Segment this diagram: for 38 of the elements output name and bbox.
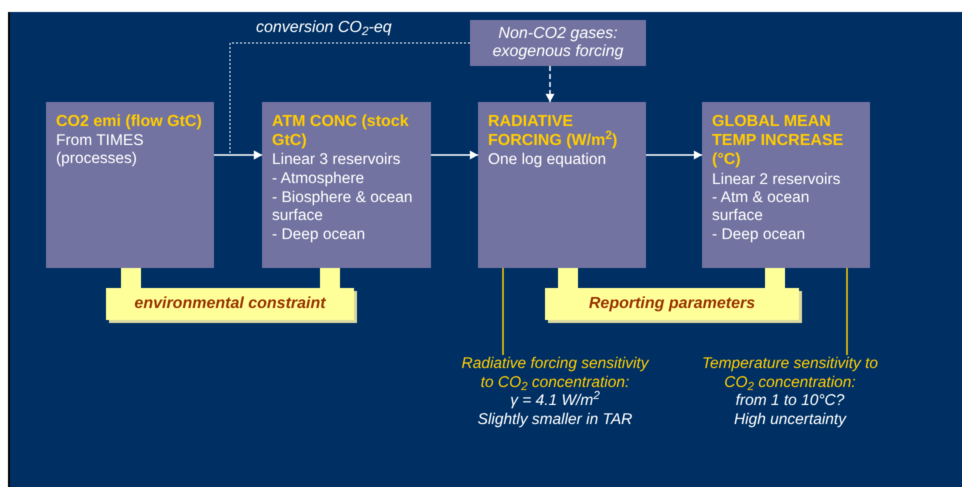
note-text: Non-CO2 gases: exogenous forcing	[492, 25, 624, 61]
box-text: - Biosphere & ocean surface	[272, 189, 414, 225]
box-title: CO2 emi (flow GtC)	[56, 112, 203, 132]
arrow-band	[106, 288, 354, 320]
box-text: - Atm & ocean surface	[712, 189, 810, 225]
box-text: One log equation	[488, 151, 608, 170]
annotation-text: Temperature sensitivity to CO$_{2}$ concentration:	[700, 355, 880, 392]
block-arrow	[765, 268, 785, 288]
band-text: Reporting parameters	[588, 294, 756, 314]
arrow	[230, 42, 470, 160]
annotation-text: High uncertainty	[734, 410, 846, 430]
box-title: RADIATIVE FORCING (W/m$^{2}$)	[488, 112, 618, 150]
process-box	[478, 102, 646, 268]
box-text: Linear 3 reservoirs	[272, 151, 402, 170]
box-title: GLOBAL MEAN TEMP INCREASE (°C)	[712, 112, 844, 170]
arrow	[646, 150, 702, 160]
box-text: - Deep ocean	[272, 226, 366, 244]
box-text: - Atmosphere	[272, 170, 366, 188]
box-title: ATM CONC (stock GtC)	[272, 112, 410, 150]
arrow	[546, 66, 554, 102]
process-box	[262, 102, 431, 268]
band-text: environmental constraint	[134, 294, 326, 314]
arrow-band	[545, 288, 799, 320]
box-text: - Deep ocean	[712, 226, 806, 244]
arrow	[431, 150, 478, 160]
annotation-text: γ = 4.1 W/m$^{2}$	[510, 392, 600, 411]
process-box	[702, 102, 870, 268]
leader-line	[846, 268, 848, 355]
box-text: Linear 2 reservoirs	[712, 170, 842, 188]
annotation-text: from 1 to 10°C?	[736, 392, 844, 411]
annotation-text: Slightly smaller in TAR	[478, 410, 632, 430]
block-arrow	[558, 268, 578, 288]
box-text: From TIMES (processes)	[56, 132, 145, 168]
block-arrow	[320, 268, 340, 288]
process-box	[46, 102, 214, 268]
note-box	[470, 20, 646, 66]
leader-line	[502, 268, 504, 355]
block-arrow	[121, 268, 141, 288]
